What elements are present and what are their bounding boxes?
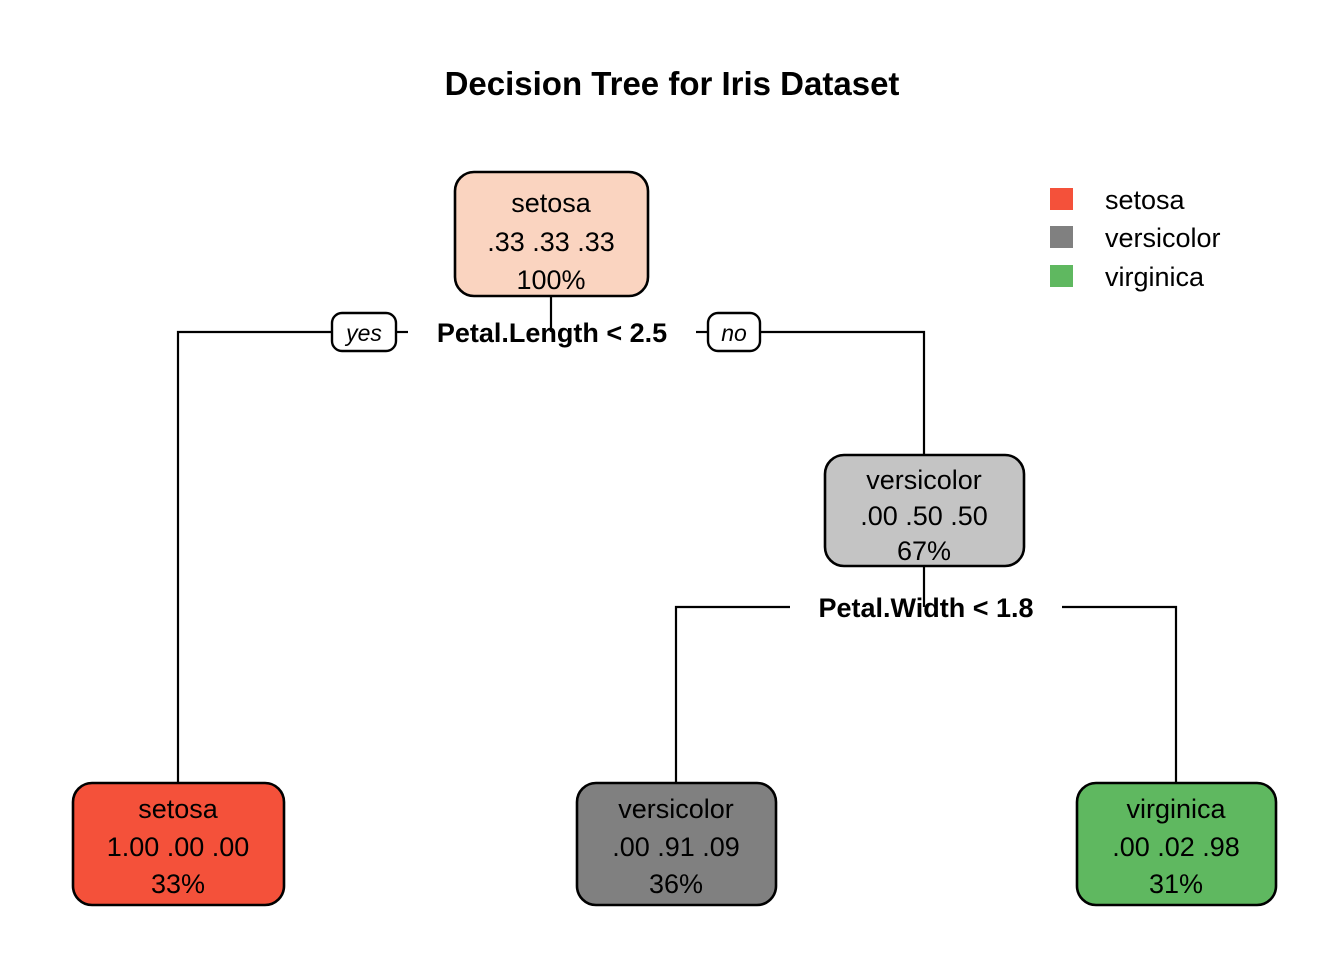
node-leaf-versicolor-class: versicolor xyxy=(618,794,734,824)
edge-split2-no xyxy=(1062,605,1178,783)
legend: setosa versicolor virginica xyxy=(1050,185,1221,292)
legend-item-setosa: setosa xyxy=(1050,185,1186,215)
node-root[interactable]: setosa .33 .33 .33 100% xyxy=(453,170,650,298)
split-petal-length: Petal.Length < 2.5 yes no xyxy=(330,311,762,353)
node-leaf-versicolor-probs: .00 .91 .09 xyxy=(612,832,740,862)
node-leaf-versicolor-box[interactable] xyxy=(575,781,778,907)
node-internal-versicolor-class: versicolor xyxy=(866,465,982,495)
node-leaf-setosa-box[interactable] xyxy=(71,781,286,907)
node-leaf-setosa-percent: 33% xyxy=(151,869,205,899)
branch-no-box[interactable] xyxy=(706,311,762,353)
split-petal-length-label: Petal.Length < 2.5 xyxy=(437,318,667,348)
node-leaf-setosa-class: setosa xyxy=(138,794,219,824)
node-internal-versicolor-percent: 67% xyxy=(897,536,951,566)
node-internal-versicolor-box[interactable] xyxy=(823,453,1026,568)
node-root-class: setosa xyxy=(511,188,592,218)
node-leaf-versicolor-percent: 36% xyxy=(649,869,703,899)
node-leaf-setosa[interactable]: setosa 1.00 .00 .00 33% xyxy=(71,781,286,907)
legend-item-virginica: virginica xyxy=(1050,262,1205,292)
node-leaf-virginica-box[interactable] xyxy=(1075,781,1278,907)
branch-yes-badge[interactable]: yes xyxy=(330,311,398,353)
edge-split2-yes xyxy=(674,605,790,783)
node-root-probs: .33 .33 .33 xyxy=(487,227,615,257)
branch-no-label: no xyxy=(721,320,747,346)
node-leaf-versicolor[interactable]: versicolor .00 .91 .09 36% xyxy=(575,781,778,907)
node-leaf-setosa-probs: 1.00 .00 .00 xyxy=(107,832,250,862)
branch-no-badge[interactable]: no xyxy=(706,311,762,353)
legend-swatch-setosa-icon xyxy=(1050,188,1073,210)
legend-label-setosa: setosa xyxy=(1105,185,1186,215)
split-petal-width-label: Petal.Width < 1.8 xyxy=(818,593,1033,623)
split-petal-width: Petal.Width < 1.8 xyxy=(818,593,1033,623)
node-leaf-virginica-class: virginica xyxy=(1126,794,1226,824)
tree-edges xyxy=(176,296,1178,783)
edge-split1-yes xyxy=(176,330,332,783)
page-title: Decision Tree for Iris Dataset xyxy=(445,65,900,102)
node-internal-versicolor-probs: .00 .50 .50 xyxy=(860,501,988,531)
branch-yes-label: yes xyxy=(344,320,382,346)
legend-swatch-virginica-icon xyxy=(1050,265,1073,287)
legend-label-versicolor: versicolor xyxy=(1105,223,1221,253)
node-leaf-virginica-percent: 31% xyxy=(1149,869,1203,899)
branch-yes-box[interactable] xyxy=(330,311,398,353)
node-root-box[interactable] xyxy=(453,170,650,298)
legend-item-versicolor: versicolor xyxy=(1050,223,1221,253)
node-leaf-virginica[interactable]: virginica .00 .02 .98 31% xyxy=(1075,781,1278,907)
node-internal-versicolor[interactable]: versicolor .00 .50 .50 67% xyxy=(823,453,1026,568)
legend-label-virginica: virginica xyxy=(1105,262,1205,292)
node-leaf-virginica-probs: .00 .02 .98 xyxy=(1112,832,1240,862)
legend-swatch-versicolor-icon xyxy=(1050,226,1073,248)
edge-split1-no xyxy=(760,330,926,455)
node-root-percent: 100% xyxy=(516,265,585,295)
